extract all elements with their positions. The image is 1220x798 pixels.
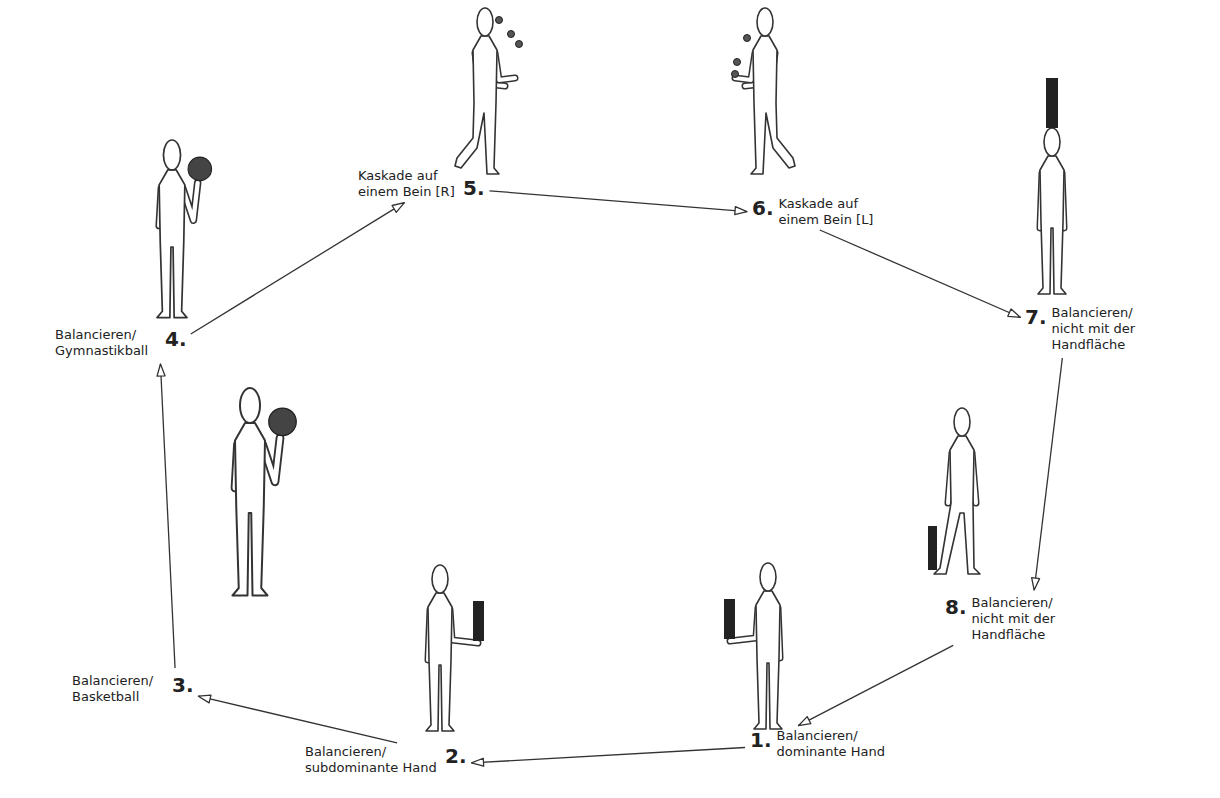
station-label: Balancieren/ subdominante Hand	[305, 744, 440, 776]
body	[754, 591, 782, 729]
flow-arrow	[472, 747, 746, 762]
arm	[495, 53, 515, 80]
person-figure	[1038, 78, 1066, 294]
flow-arrow	[820, 230, 1021, 317]
head	[477, 8, 493, 36]
balance-stick	[724, 599, 735, 639]
station-number: 5.	[463, 176, 485, 200]
station: 4.Balancieren/ Gymnastikball	[55, 327, 187, 359]
person-figure	[157, 140, 212, 318]
station: 6.Kaskade auf einem Bein [L]	[752, 196, 879, 228]
station: 8.Balancieren/ nicht mit der Handfläche	[945, 595, 1072, 643]
person-figure	[233, 388, 297, 596]
station-label: Kaskade auf einem Bein [L]	[779, 196, 879, 228]
head	[432, 565, 448, 593]
balance-stick	[1046, 78, 1058, 128]
basketball	[269, 408, 297, 436]
station-number: 6.	[752, 196, 774, 220]
arm	[495, 53, 515, 80]
person-figure	[928, 408, 980, 574]
head	[163, 140, 180, 170]
head	[240, 388, 260, 423]
station: 7.Balancieren/ nicht mit der Handfläche	[1025, 305, 1152, 353]
juggling-ball	[496, 17, 503, 24]
station-number: 3.	[172, 673, 194, 697]
person-figure	[426, 565, 484, 731]
station: 5.Kaskade auf einem Bein [R]	[358, 168, 485, 200]
flow-arrow	[160, 364, 175, 668]
body	[751, 36, 795, 174]
juggling-ball	[508, 31, 515, 38]
station: 3.Balancieren/ Basketball	[72, 673, 194, 705]
station-label: Kaskade auf einem Bein [R]	[358, 168, 458, 200]
juggler-figure	[732, 8, 796, 174]
station-number: 7.	[1025, 305, 1047, 329]
head	[1044, 128, 1060, 156]
gymnastics-ball	[188, 157, 212, 181]
juggling-ball	[516, 41, 523, 48]
station: 2.Balancieren/ subdominante Hand	[305, 744, 467, 776]
person-figure	[724, 563, 782, 729]
station-label: Balancieren/ nicht mit der Handfläche	[972, 595, 1072, 643]
station-number: 8.	[945, 595, 967, 619]
head	[757, 8, 773, 36]
body	[1038, 156, 1066, 294]
station-number: 4.	[165, 327, 187, 351]
flow-arrow	[489, 191, 747, 212]
balance-stick	[928, 526, 937, 570]
station-number: 2.	[445, 744, 467, 768]
juggling-ball	[734, 59, 741, 66]
head	[760, 563, 776, 591]
station-label: Balancieren/ Basketball	[72, 673, 167, 705]
body	[233, 423, 268, 596]
flow-arrow	[191, 203, 405, 334]
juggling-ball	[744, 35, 751, 42]
station-label: Balancieren/ dominante Hand	[777, 728, 897, 760]
body	[426, 593, 454, 731]
station-number: 1.	[750, 728, 772, 752]
head	[954, 408, 970, 436]
body	[157, 170, 187, 318]
station-label: Balancieren/ Gymnastikball	[55, 327, 160, 359]
juggler-figure	[455, 8, 523, 174]
flow-arrow	[1034, 358, 1062, 590]
flow-arrow	[798, 645, 953, 725]
juggling-ball	[732, 71, 739, 78]
station: 1.Balancieren/ dominante Hand	[750, 728, 897, 760]
balance-stick	[473, 601, 484, 641]
body	[455, 36, 499, 174]
flow-arrow	[198, 696, 397, 743]
station-label: Balancieren/ nicht mit der Handfläche	[1052, 305, 1152, 353]
body	[934, 436, 980, 574]
